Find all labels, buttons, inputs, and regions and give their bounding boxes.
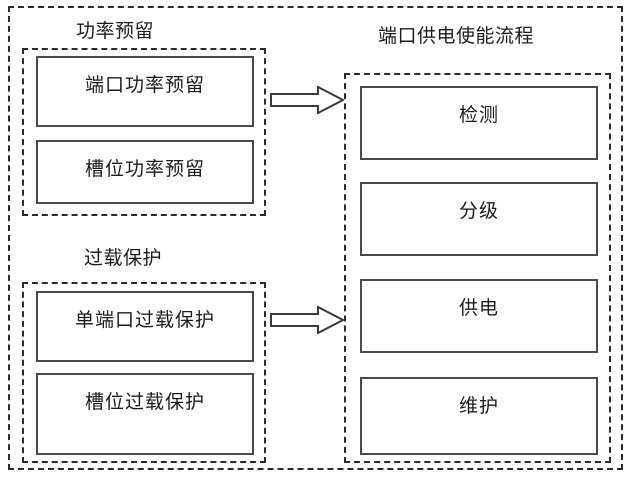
- item-label-slot-power-reserve: 槽位功率预留: [84, 158, 205, 180]
- item-label-single-port-overload: 单端口过载保护: [74, 309, 215, 331]
- item-box-slot-power-reserve[interactable]: 槽位功率预留: [36, 140, 254, 204]
- item-label-port-power-reserve: 端口功率预留: [84, 74, 205, 96]
- item-label-flow-maintain: 维护: [458, 395, 499, 417]
- group-title-port-power-enable-flow: 端口供电使能流程: [378, 25, 535, 47]
- right-block-arrow-icon-overload-to-flow: [270, 306, 344, 334]
- group-title-overload-protection: 过载保护: [84, 247, 163, 269]
- item-label-flow-power: 供电: [458, 297, 499, 319]
- item-label-flow-detect: 检测: [458, 104, 499, 126]
- group-box-overload-protection: [22, 282, 266, 463]
- item-box-flow-classify[interactable]: 分级: [360, 182, 598, 256]
- system-boundary-frame: [8, 6, 623, 470]
- right-block-arrow-icon-power-reserve-to-flow: [270, 86, 344, 114]
- item-box-flow-power[interactable]: 供电: [360, 279, 598, 353]
- item-label-slot-overload: 槽位过载保护: [84, 391, 205, 413]
- item-box-flow-detect[interactable]: 检测: [360, 86, 598, 160]
- item-box-slot-overload[interactable]: 槽位过载保护: [36, 373, 254, 455]
- item-box-port-power-reserve[interactable]: 端口功率预留: [36, 56, 254, 127]
- group-box-power-reserve: [22, 48, 266, 216]
- group-title-power-reserve: 功率预留: [76, 20, 155, 42]
- group-box-port-power-enable-flow: [344, 73, 611, 463]
- item-label-flow-classify: 分级: [458, 200, 499, 222]
- item-box-single-port-overload[interactable]: 单端口过载保护: [36, 291, 254, 362]
- item-box-flow-maintain[interactable]: 维护: [360, 377, 598, 455]
